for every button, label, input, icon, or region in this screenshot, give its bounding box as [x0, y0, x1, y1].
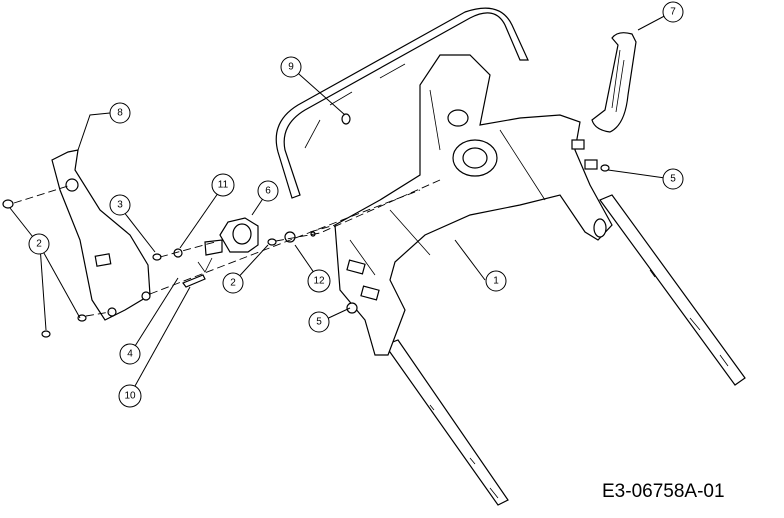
drawing-code: E3-06758A-01	[602, 481, 725, 502]
svg-text:8: 8	[117, 108, 123, 119]
assembly-lines	[13, 179, 441, 317]
callout-9: 9	[280, 56, 302, 78]
callout-5-right: 5	[662, 168, 684, 190]
svg-text:5: 5	[670, 174, 676, 185]
right-handle-tube	[599, 194, 746, 386]
svg-text:2: 2	[36, 239, 42, 250]
callout-4: 4	[119, 343, 141, 365]
svg-text:1: 1	[493, 276, 499, 287]
control-console	[334, 54, 613, 356]
callout-3: 3	[109, 194, 131, 216]
svg-text:2: 2	[230, 278, 236, 289]
callout-1: 1	[485, 270, 507, 292]
callout-12: 12	[307, 269, 331, 293]
callout-6: 6	[257, 180, 279, 202]
svg-text:4: 4	[127, 349, 133, 360]
callout-2-center: 2	[222, 272, 244, 294]
callout-7: 7	[662, 1, 684, 23]
svg-text:10: 10	[124, 391, 136, 402]
svg-text:7: 7	[670, 7, 676, 18]
callout-8: 8	[109, 102, 131, 124]
svg-text:6: 6	[265, 186, 271, 197]
callout-5-left: 5	[308, 311, 330, 333]
fasteners	[2, 113, 610, 338]
left-handle-tube	[384, 339, 509, 506]
svg-text:5: 5	[316, 317, 322, 328]
svg-text:3: 3	[117, 200, 123, 211]
control-lever	[591, 32, 637, 133]
svg-text:11: 11	[218, 180, 229, 191]
upper-handle-bar	[275, 7, 529, 199]
callout-11: 11	[211, 173, 235, 197]
cable-switch	[197, 217, 259, 273]
side-bracket	[51, 149, 151, 321]
callout-10: 10	[118, 384, 142, 408]
svg-text:9: 9	[288, 62, 294, 73]
svg-text:12: 12	[313, 276, 325, 287]
callout-2-left: 2	[28, 233, 50, 255]
